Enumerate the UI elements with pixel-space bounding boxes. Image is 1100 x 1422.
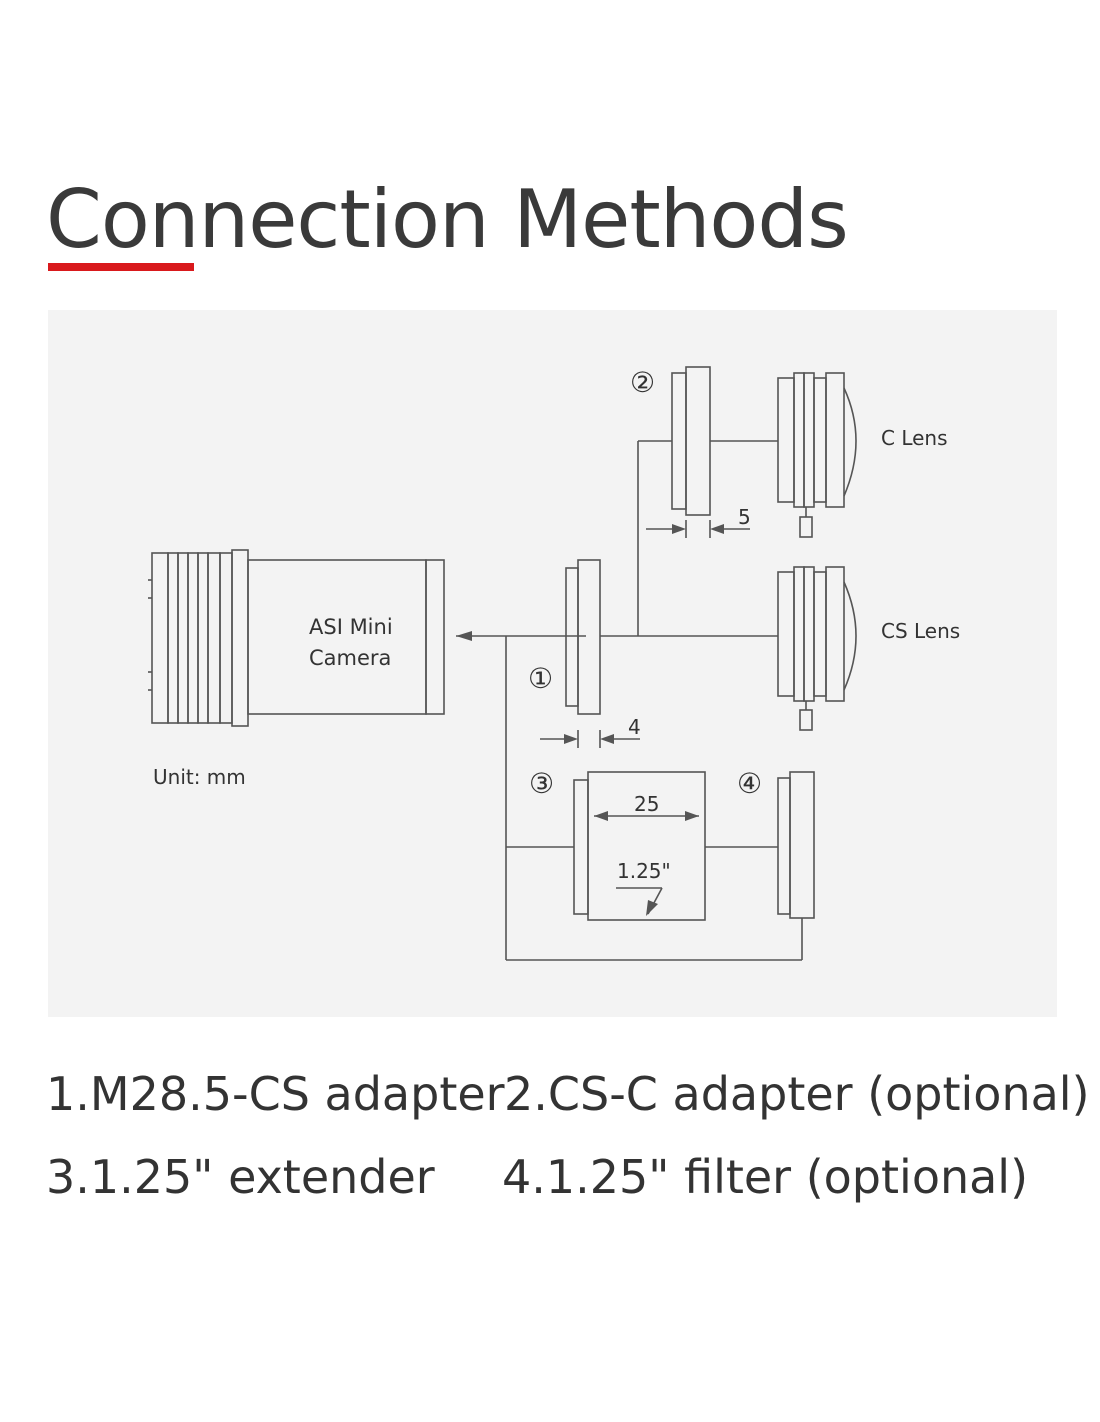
dim-extender-size: 1.25": [617, 859, 671, 883]
adapter-1: [565, 559, 601, 715]
c-lens: [777, 372, 857, 538]
title-underline: [48, 263, 194, 271]
arrow-to-camera: [456, 631, 472, 641]
legend-item-1: 1.M28.5-CS adapter: [46, 1067, 505, 1121]
filter-4: [777, 771, 815, 919]
marker-2: ②: [630, 366, 655, 399]
dim-2-label: 5: [738, 505, 751, 529]
camera-body: [148, 549, 445, 727]
marker-1: ①: [528, 662, 553, 695]
camera-label-line1: ASI Mini: [309, 615, 393, 639]
c-lens-label: C Lens: [881, 426, 948, 450]
cs-lens: [777, 566, 857, 731]
unit-label: Unit: mm: [153, 765, 246, 789]
legend-item-2: 2.CS-C adapter (optional): [504, 1067, 1090, 1121]
camera-label-line2: Camera: [309, 646, 391, 670]
legend-item-4: 4.1.25" filter (optional): [502, 1150, 1029, 1204]
cs-lens-label: CS Lens: [881, 619, 960, 643]
marker-3: ③: [529, 767, 554, 800]
legend-item-3: 3.1.25" extender: [46, 1150, 435, 1204]
marker-4: ④: [737, 767, 762, 800]
dim-extender-length: 25: [634, 792, 659, 816]
diagram-background: [48, 310, 1057, 1017]
extender-3: [573, 771, 706, 921]
connection-diagram: ASI Mini Camera Unit: mm C Lens CS Lens …: [48, 310, 1057, 1017]
dim-1-label: 4: [628, 715, 641, 739]
page-title: Connection Methods: [46, 173, 849, 266]
